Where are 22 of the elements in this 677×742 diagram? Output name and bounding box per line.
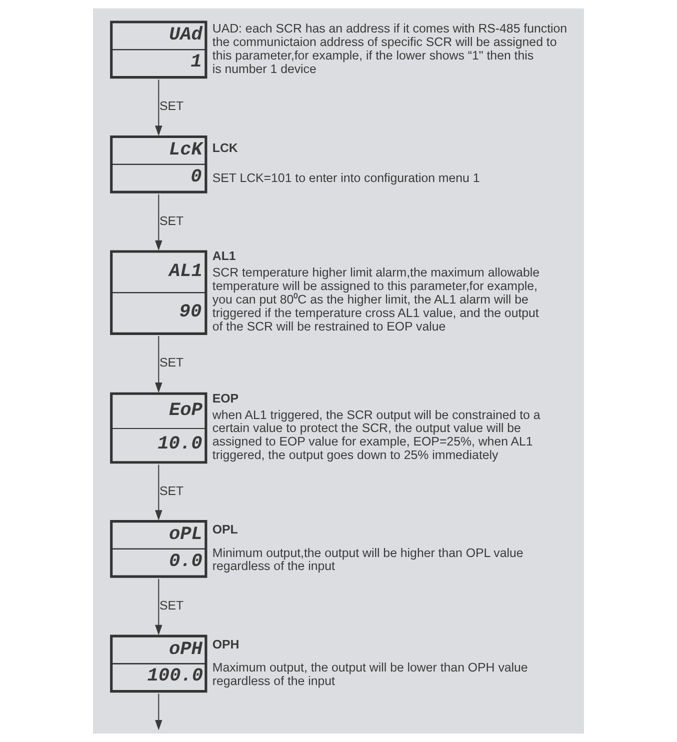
node-label: UAD: each SCR has an address if it comes with RS-485 function the communictaion address of specific SCR will be assigned to this parameter,for example, if the lower shows “1" then this is number 1 device xyxy=(212,22,568,76)
edge-label: SET xyxy=(160,598,184,613)
edge-label: SET xyxy=(160,99,184,114)
arrow xyxy=(155,194,162,251)
arrow xyxy=(155,80,162,136)
arrow xyxy=(155,578,162,636)
node-label: LCK xyxy=(212,141,238,156)
edge-label: SET xyxy=(160,356,184,370)
node-label: OPH xyxy=(212,637,240,652)
node-label: AL1 xyxy=(212,249,236,264)
edge-label: SET xyxy=(160,484,184,498)
node-label: when AL1 triggered, the SCR output will be constrained to a certain value to protect the SCR, the output value will be assigned to EOP value for example, EOP=25%, when AL1 triggered, the output goes down to 25% immediately xyxy=(212,408,540,462)
node-label: SCR temperature higher limit alarm,the maximum allowable temperature will be assigned to this parameter,for example, you can put 80⁰C as the higher limit, the AL1 alarm will be triggered if the temperature cross AL1 value, and the output of the SCR will be restrained to EOP value xyxy=(212,266,540,334)
node-label: Minimum output,the output will be higher than OPL value regardless of the input xyxy=(212,546,524,574)
node-label: Maximum output, the output will be lower than OPH value regardless of the input xyxy=(212,660,528,688)
arrow xyxy=(155,336,162,393)
arrow xyxy=(155,464,162,521)
edge-label: SET xyxy=(160,214,184,228)
node-label: SET LCK=101 to enter into configuration menu 1 xyxy=(212,171,480,186)
node-label: EOP xyxy=(212,391,239,406)
arrow xyxy=(155,694,162,730)
node-label: OPL xyxy=(212,522,238,537)
